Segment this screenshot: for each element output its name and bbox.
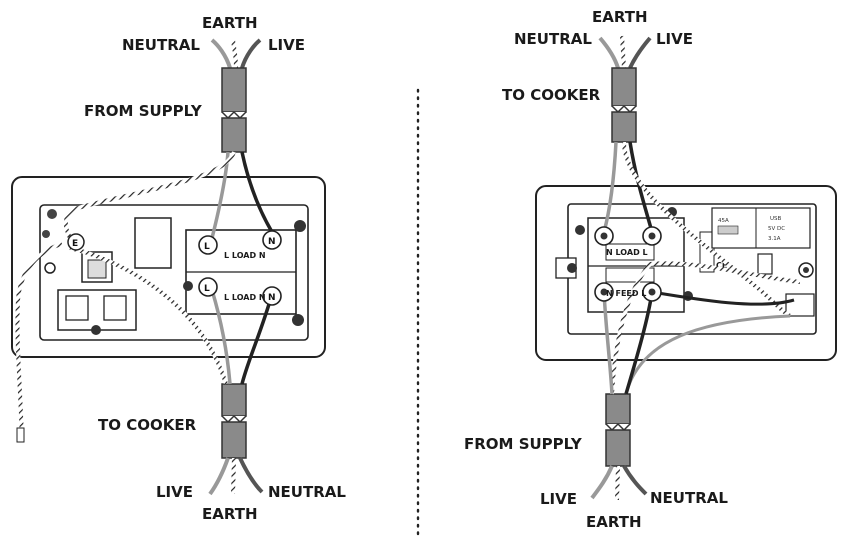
left-terminal-row1-label: L LOAD N: [224, 251, 266, 260]
right-terminal-row2-label: N FEED L: [606, 289, 646, 298]
right-diagram: 45A USB 5V DC 3.1A CE N LOAD: [464, 8, 837, 531]
left-earth-terminal: [67, 233, 85, 251]
right-terminal-row1-label: N LOAD L: [606, 248, 648, 257]
left-terminal-row2-label: L LOAD N: [224, 293, 266, 302]
left-internal-wiring: [15, 151, 274, 443]
left-bottom-wire-tails: [208, 457, 264, 496]
right-bottom-earth-label: EARTH: [586, 513, 642, 531]
left-top-wire-tails: [210, 38, 262, 69]
left-neutral-terminal-top-label: N: [268, 237, 276, 247]
right-top-live-label: LIVE: [656, 30, 693, 48]
right-to-cooker-label: TO COOKER: [502, 86, 601, 104]
left-from-supply-label: FROM SUPPLY: [84, 102, 203, 120]
left-top-earth-label: EARTH: [202, 14, 258, 32]
left-live-terminal-top-label: L: [204, 242, 210, 252]
left-terminals: E L L N N L LOAD N L LOAD N: [67, 230, 282, 306]
left-bottom-neutral-label: NEUTRAL: [268, 483, 346, 501]
right-top-wire-tails: [598, 35, 652, 69]
left-top-neutral-label: NEUTRAL: [122, 36, 200, 54]
ce-mark: CE: [716, 261, 727, 270]
right-cooker-cable: [611, 67, 637, 143]
rating-usb-volts: 5V DC: [768, 226, 785, 232]
rating-amps: 45A: [718, 218, 729, 224]
right-supply-cable: [605, 393, 631, 467]
left-neutral-terminal-bottom-label: N: [268, 293, 276, 303]
right-terminals: N LOAD L N FEED L: [594, 226, 662, 302]
left-earth-terminal-label: E: [72, 239, 78, 249]
right-top-neutral-label: NEUTRAL: [514, 30, 592, 48]
right-internal-wiring: [602, 141, 801, 395]
left-bottom-earth-label: EARTH: [202, 505, 258, 523]
left-diagram: E L L N N L LOAD N L LOAD N EARTH NEUTRA…: [11, 14, 346, 523]
left-supply-cable: [221, 67, 247, 153]
left-top-live-label: LIVE: [268, 36, 305, 54]
right-bottom-neutral-label: NEUTRAL: [650, 489, 728, 507]
right-from-supply-label: FROM SUPPLY: [464, 435, 583, 453]
right-rating-plate: 45A USB 5V DC 3.1A CE: [711, 207, 811, 270]
rating-usb: USB: [770, 216, 782, 222]
left-cooker-cable: [221, 383, 247, 459]
right-top-earth-label: EARTH: [592, 8, 648, 26]
right-bottom-live-label: LIVE: [540, 490, 577, 508]
left-live-terminal-bottom-label: L: [204, 284, 210, 294]
rating-usb-amps: 3.1A: [768, 236, 781, 242]
left-to-cooker-label: TO COOKER: [98, 416, 197, 434]
left-bottom-live-label: LIVE: [156, 483, 193, 501]
right-bottom-wire-tails: [590, 465, 648, 501]
